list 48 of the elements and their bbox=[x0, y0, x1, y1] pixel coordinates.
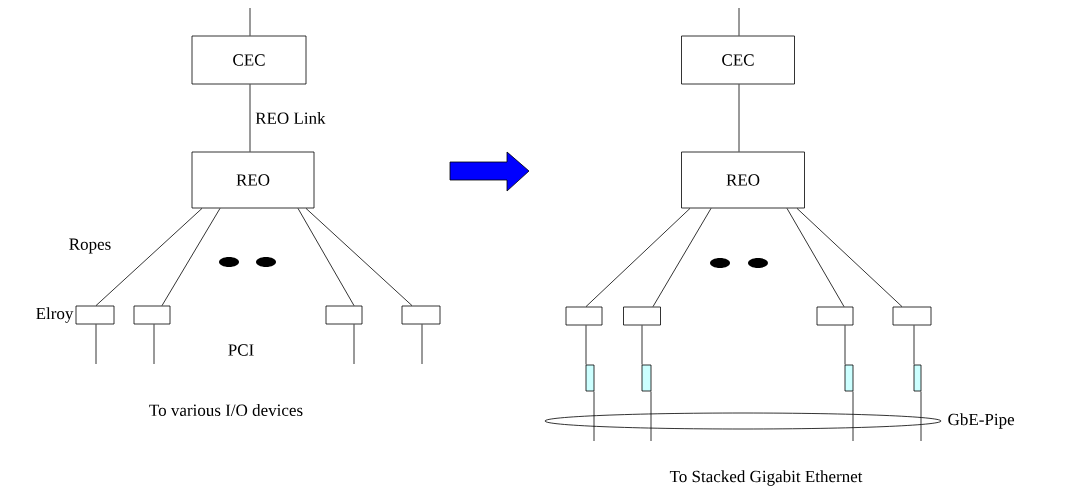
connector-line bbox=[249, 84, 251, 152]
port-box bbox=[325, 305, 363, 325]
connector-line bbox=[593, 391, 595, 442]
port-box bbox=[133, 305, 171, 325]
port-box bbox=[844, 364, 854, 392]
text-label: To Stacked Gigabit Ethernet bbox=[669, 470, 863, 486]
edge-label: REO Link bbox=[255, 112, 326, 124]
connector-line bbox=[161, 208, 221, 306]
component-box: CEC bbox=[191, 35, 307, 85]
port-box bbox=[913, 364, 922, 392]
connector-line bbox=[249, 7, 251, 36]
connector-line bbox=[421, 324, 423, 365]
connector-line bbox=[95, 208, 203, 306]
port-box bbox=[892, 306, 932, 326]
component-box: REO bbox=[681, 151, 805, 209]
port-box bbox=[401, 305, 441, 325]
connector-line bbox=[95, 324, 97, 365]
connector-line bbox=[844, 325, 846, 365]
connector-line bbox=[852, 391, 854, 442]
connector-line bbox=[353, 324, 355, 365]
connector-line bbox=[796, 208, 903, 307]
port-box bbox=[75, 305, 115, 325]
port-box bbox=[623, 306, 661, 326]
side-label: GbE-Pipe bbox=[948, 413, 1015, 429]
connector-line bbox=[652, 208, 712, 307]
connector-line bbox=[305, 208, 413, 306]
port-box bbox=[585, 364, 595, 392]
port-box bbox=[565, 306, 603, 326]
component-box: REO bbox=[191, 151, 315, 209]
connector-line bbox=[650, 391, 652, 442]
text-label: To various I/O devices bbox=[149, 404, 303, 416]
connector-line bbox=[297, 208, 355, 306]
connector-line bbox=[738, 7, 740, 36]
connector-line bbox=[641, 325, 643, 365]
connector-line bbox=[153, 324, 155, 365]
connector-line bbox=[913, 325, 915, 365]
connector-line bbox=[585, 208, 691, 307]
connector-line bbox=[920, 391, 922, 442]
connector-line bbox=[738, 84, 740, 152]
side-label: Elroy bbox=[36, 307, 74, 323]
port-box bbox=[816, 306, 854, 326]
connector-line bbox=[585, 325, 587, 365]
component-box: CEC bbox=[681, 35, 795, 85]
port-box bbox=[641, 364, 652, 392]
text-label: PCI bbox=[228, 344, 254, 356]
pipe-ellipse bbox=[544, 412, 942, 430]
connector-line bbox=[786, 208, 845, 307]
text-label: Ropes bbox=[69, 238, 111, 254]
